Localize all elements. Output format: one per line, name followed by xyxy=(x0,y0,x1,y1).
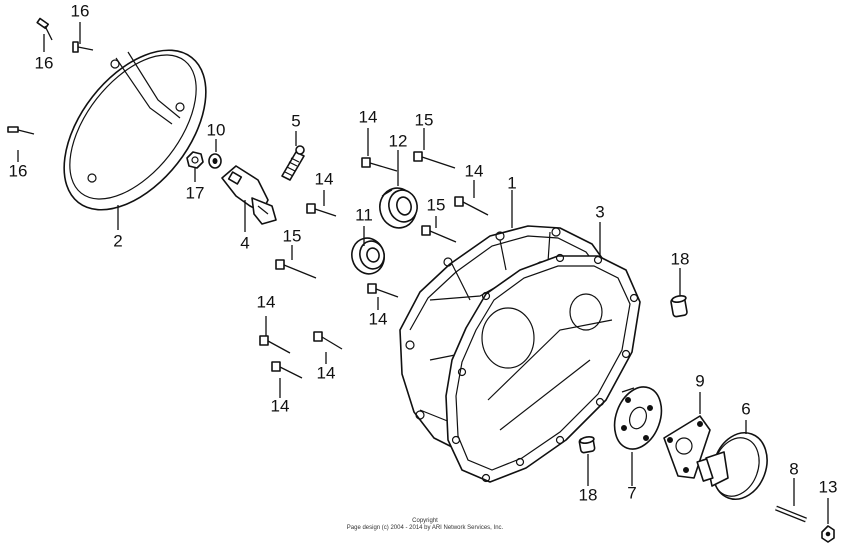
seal-part-11 xyxy=(351,237,385,275)
callout-14-g: 14 xyxy=(271,396,290,415)
bolt-part-14f xyxy=(313,331,343,350)
callout-4: 4 xyxy=(240,233,249,252)
washer-part-10 xyxy=(208,153,222,169)
callout-15-b: 15 xyxy=(427,195,446,214)
callout-16a: 16 xyxy=(71,1,90,20)
callout-14-f: 14 xyxy=(317,363,336,382)
gasket-part-3 xyxy=(445,253,641,483)
pin-part-8 xyxy=(775,505,807,523)
callout-9: 9 xyxy=(695,371,704,390)
callout-14-c: 14 xyxy=(315,169,334,188)
callout-14-e: 14 xyxy=(257,292,276,311)
copyright-line-1: Copyright xyxy=(412,518,438,524)
bolt-part-15a xyxy=(413,151,456,169)
cover-part-2 xyxy=(63,49,207,211)
bolt-part-15c xyxy=(275,259,317,279)
screw-part-16c xyxy=(7,126,35,135)
callout-1: 1 xyxy=(507,173,516,192)
callout-14-b: 14 xyxy=(465,161,484,180)
callout-18-b: 18 xyxy=(579,485,598,504)
nut-part-17 xyxy=(186,151,204,169)
bolt-part-14c xyxy=(306,203,337,217)
callout-labels: 16 16 16 2 17 10 4 5 14 15 11 12 14 15 1… xyxy=(9,1,838,504)
copyright-footer: Copyright Page design (c) 2004 - 2014 by… xyxy=(0,518,850,532)
callout-10: 10 xyxy=(207,120,226,139)
nut-part-13 xyxy=(821,525,835,543)
spring-part-5 xyxy=(281,145,305,181)
callout-3: 3 xyxy=(595,202,604,221)
callout-5: 5 xyxy=(291,111,300,130)
callout-15-c: 15 xyxy=(283,226,302,245)
dowel-part-18a xyxy=(670,295,688,318)
shaft-part-6 xyxy=(696,432,768,500)
seal-part-12 xyxy=(379,187,418,229)
bolt-part-14d xyxy=(367,283,399,298)
leader-lines xyxy=(17,22,829,524)
callout-8: 8 xyxy=(789,459,798,478)
callout-11: 11 xyxy=(355,205,373,224)
callout-16c: 16 xyxy=(9,161,28,180)
bracket-part-4 xyxy=(221,165,277,225)
dowel-part-18b xyxy=(578,436,596,454)
bolt-part-14b xyxy=(454,196,489,216)
callout-6: 6 xyxy=(741,399,750,418)
screw-part-16b xyxy=(72,41,94,53)
callout-14-a: 14 xyxy=(359,107,378,126)
callout-16b: 16 xyxy=(35,53,54,72)
callout-7: 7 xyxy=(627,483,636,502)
callout-12: 12 xyxy=(389,131,408,150)
callout-15-a: 15 xyxy=(415,110,434,129)
bolt-part-14e xyxy=(259,335,291,354)
callout-14-d: 14 xyxy=(369,309,388,328)
plate-part-7 xyxy=(613,386,663,450)
bolt-part-14g xyxy=(271,361,303,379)
callout-2: 2 xyxy=(113,231,122,250)
copyright-line-2: Page design (c) 2004 - 2014 by ARI Netwo… xyxy=(346,525,504,531)
callout-18-a: 18 xyxy=(671,249,690,268)
callout-17: 17 xyxy=(186,183,205,202)
callout-13: 13 xyxy=(819,477,838,496)
bolt-part-14a xyxy=(361,157,398,172)
screw-part-16a xyxy=(36,17,53,41)
bolt-part-15b xyxy=(421,225,457,243)
